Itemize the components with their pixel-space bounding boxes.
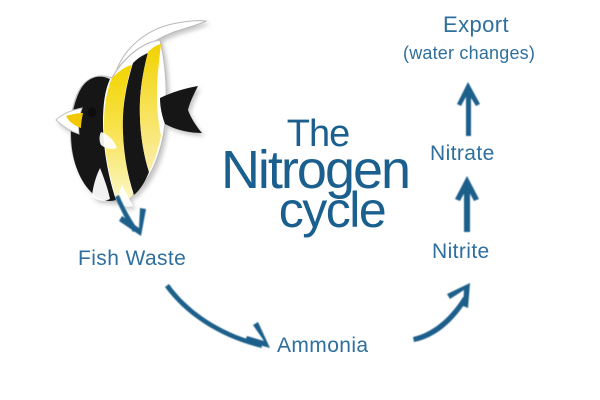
fish-black-band-rear: [122, 53, 149, 195]
arrow-nitrite-to-nitrate: [455, 176, 479, 232]
diagram-title: The Nitrogen cycle: [215, 113, 415, 239]
fish-eye: [87, 107, 97, 117]
node-label-nitrite: Nitrite: [432, 240, 490, 263]
fish-yellow-band-mid: [104, 65, 133, 201]
fish-group: [55, 20, 208, 207]
node-label-export: Export: [443, 12, 509, 37]
fish-dorsal-filament: [115, 20, 208, 77]
fish-snout-yellow-mark: [66, 113, 83, 128]
node-label-fish-waste: Fish Waste: [78, 247, 187, 270]
title-line-nitrogen: Nitrogen: [220, 139, 411, 200]
arrow-nitrate-to-export: [457, 82, 480, 136]
node-label-nitrate: Nitrate: [430, 142, 495, 165]
title-line-the: The: [286, 113, 350, 155]
fish-snout: [55, 107, 83, 135]
node-label-ammonia: Ammonia: [277, 334, 369, 357]
node-label-export-sublabel: (water changes): [403, 43, 536, 63]
arrow-fish-waste-to-ammonia: [165, 284, 270, 348]
fish-black-band-front: [71, 76, 116, 201]
fish-tail-fin: [160, 86, 202, 133]
fish-body-base: [69, 39, 167, 202]
arrow-fish-to-fish-waste: [115, 195, 146, 236]
fish-pelvic-fin: [92, 168, 110, 201]
fish-anal-fin-rear: [117, 185, 133, 207]
fish-yellow-band-rear: [139, 44, 161, 172]
fish-pectoral-fin: [99, 132, 117, 149]
arrow-ammonia-to-nitrite: [413, 283, 470, 342]
title-line-cycle: cycle: [278, 182, 387, 239]
